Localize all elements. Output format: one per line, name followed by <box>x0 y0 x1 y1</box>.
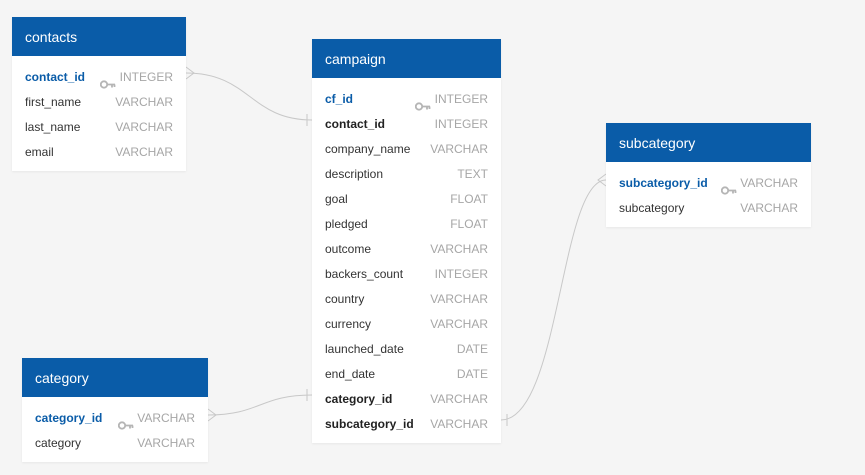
field-type: VARCHAR <box>115 145 173 159</box>
field-name: country <box>325 292 365 306</box>
relationship-campaign-subcategory <box>500 179 607 421</box>
field-name: cf_id <box>325 92 354 106</box>
key-icon <box>99 73 116 89</box>
field-type: VARCHAR <box>740 201 798 215</box>
field-row[interactable]: company_name VARCHAR <box>312 137 501 162</box>
field-row[interactable]: email VARCHAR <box>12 140 186 165</box>
table-header[interactable]: subcategory <box>606 123 811 162</box>
key-icon <box>414 95 431 111</box>
field-name: category <box>35 436 82 450</box>
field-name: subcategory_id <box>619 176 708 190</box>
field-row[interactable]: goal FLOAT <box>312 187 501 212</box>
field-type: VARCHAR <box>430 292 488 306</box>
crow-foot-icon <box>597 173 607 187</box>
relationship-category-campaign <box>207 394 313 416</box>
field-row[interactable]: subcategory VARCHAR <box>606 196 811 221</box>
field-type: VARCHAR <box>430 142 488 156</box>
crow-foot-icon <box>207 408 217 422</box>
field-name: pledged <box>325 217 368 231</box>
field-row[interactable]: end_date DATE <box>312 362 501 387</box>
field-name: outcome <box>325 242 372 256</box>
table-header[interactable]: contacts <box>12 17 186 56</box>
field-type: VARCHAR <box>430 317 488 331</box>
field-type: DATE <box>456 367 488 381</box>
field-name: end_date <box>325 367 376 381</box>
field-type: FLOAT <box>450 192 488 206</box>
field-name: goal <box>325 192 348 206</box>
field-row[interactable]: launched_date DATE <box>312 337 501 362</box>
field-name: category_id <box>35 411 103 425</box>
field-name: category_id <box>325 392 393 406</box>
field-row[interactable]: category VARCHAR <box>22 431 208 456</box>
key-icon <box>117 414 134 430</box>
table-header[interactable]: campaign <box>312 39 501 78</box>
crow-foot-icon <box>185 66 195 80</box>
field-type: INTEGER <box>119 70 173 84</box>
field-name: currency <box>325 317 372 331</box>
field-type: INTEGER <box>434 267 488 281</box>
relationship-contacts-campaign <box>185 72 313 121</box>
field-row[interactable]: subcategory_id VARCHAR <box>606 171 811 196</box>
field-name: backers_count <box>325 267 404 281</box>
field-name: company_name <box>325 142 411 156</box>
field-name: contact_id <box>325 117 386 131</box>
field-row[interactable]: contact_id INTEGER <box>312 112 501 137</box>
field-type: VARCHAR <box>740 176 798 190</box>
field-row[interactable]: backers_count INTEGER <box>312 262 501 287</box>
field-type: DATE <box>456 342 488 356</box>
field-type: VARCHAR <box>430 242 488 256</box>
field-name: subcategory_id <box>325 417 414 431</box>
field-row[interactable]: category_id VARCHAR <box>312 387 501 412</box>
field-row[interactable]: country VARCHAR <box>312 287 501 312</box>
field-row[interactable]: description TEXT <box>312 162 501 187</box>
field-type: VARCHAR <box>430 392 488 406</box>
field-type: INTEGER <box>434 117 488 131</box>
field-row[interactable]: cf_id INTEGER <box>312 87 501 112</box>
field-name: first_name <box>25 95 82 109</box>
field-name: last_name <box>25 120 81 134</box>
field-type: VARCHAR <box>137 436 195 450</box>
field-name: launched_date <box>325 342 404 356</box>
field-row[interactable]: first_name VARCHAR <box>12 90 186 115</box>
field-row[interactable]: pledged FLOAT <box>312 212 501 237</box>
field-type: VARCHAR <box>115 120 173 134</box>
field-row[interactable]: last_name VARCHAR <box>12 115 186 140</box>
field-type: TEXT <box>457 167 488 181</box>
field-name: description <box>325 167 384 181</box>
field-type: FLOAT <box>450 217 488 231</box>
field-type: VARCHAR <box>430 417 488 431</box>
field-name: email <box>25 145 54 159</box>
field-row[interactable]: currency VARCHAR <box>312 312 501 337</box>
field-row[interactable]: category_id VARCHAR <box>22 406 208 431</box>
field-name: contact_id <box>25 70 86 84</box>
field-row[interactable]: subcategory_id VARCHAR <box>312 412 501 437</box>
field-row[interactable]: contact_id INTEGER <box>12 65 186 90</box>
key-icon <box>720 179 737 195</box>
table-header[interactable]: category <box>22 358 208 397</box>
field-type: INTEGER <box>434 92 488 106</box>
field-type: VARCHAR <box>115 95 173 109</box>
field-name: subcategory <box>619 201 685 215</box>
field-type: VARCHAR <box>137 411 195 425</box>
field-row[interactable]: outcome VARCHAR <box>312 237 501 262</box>
